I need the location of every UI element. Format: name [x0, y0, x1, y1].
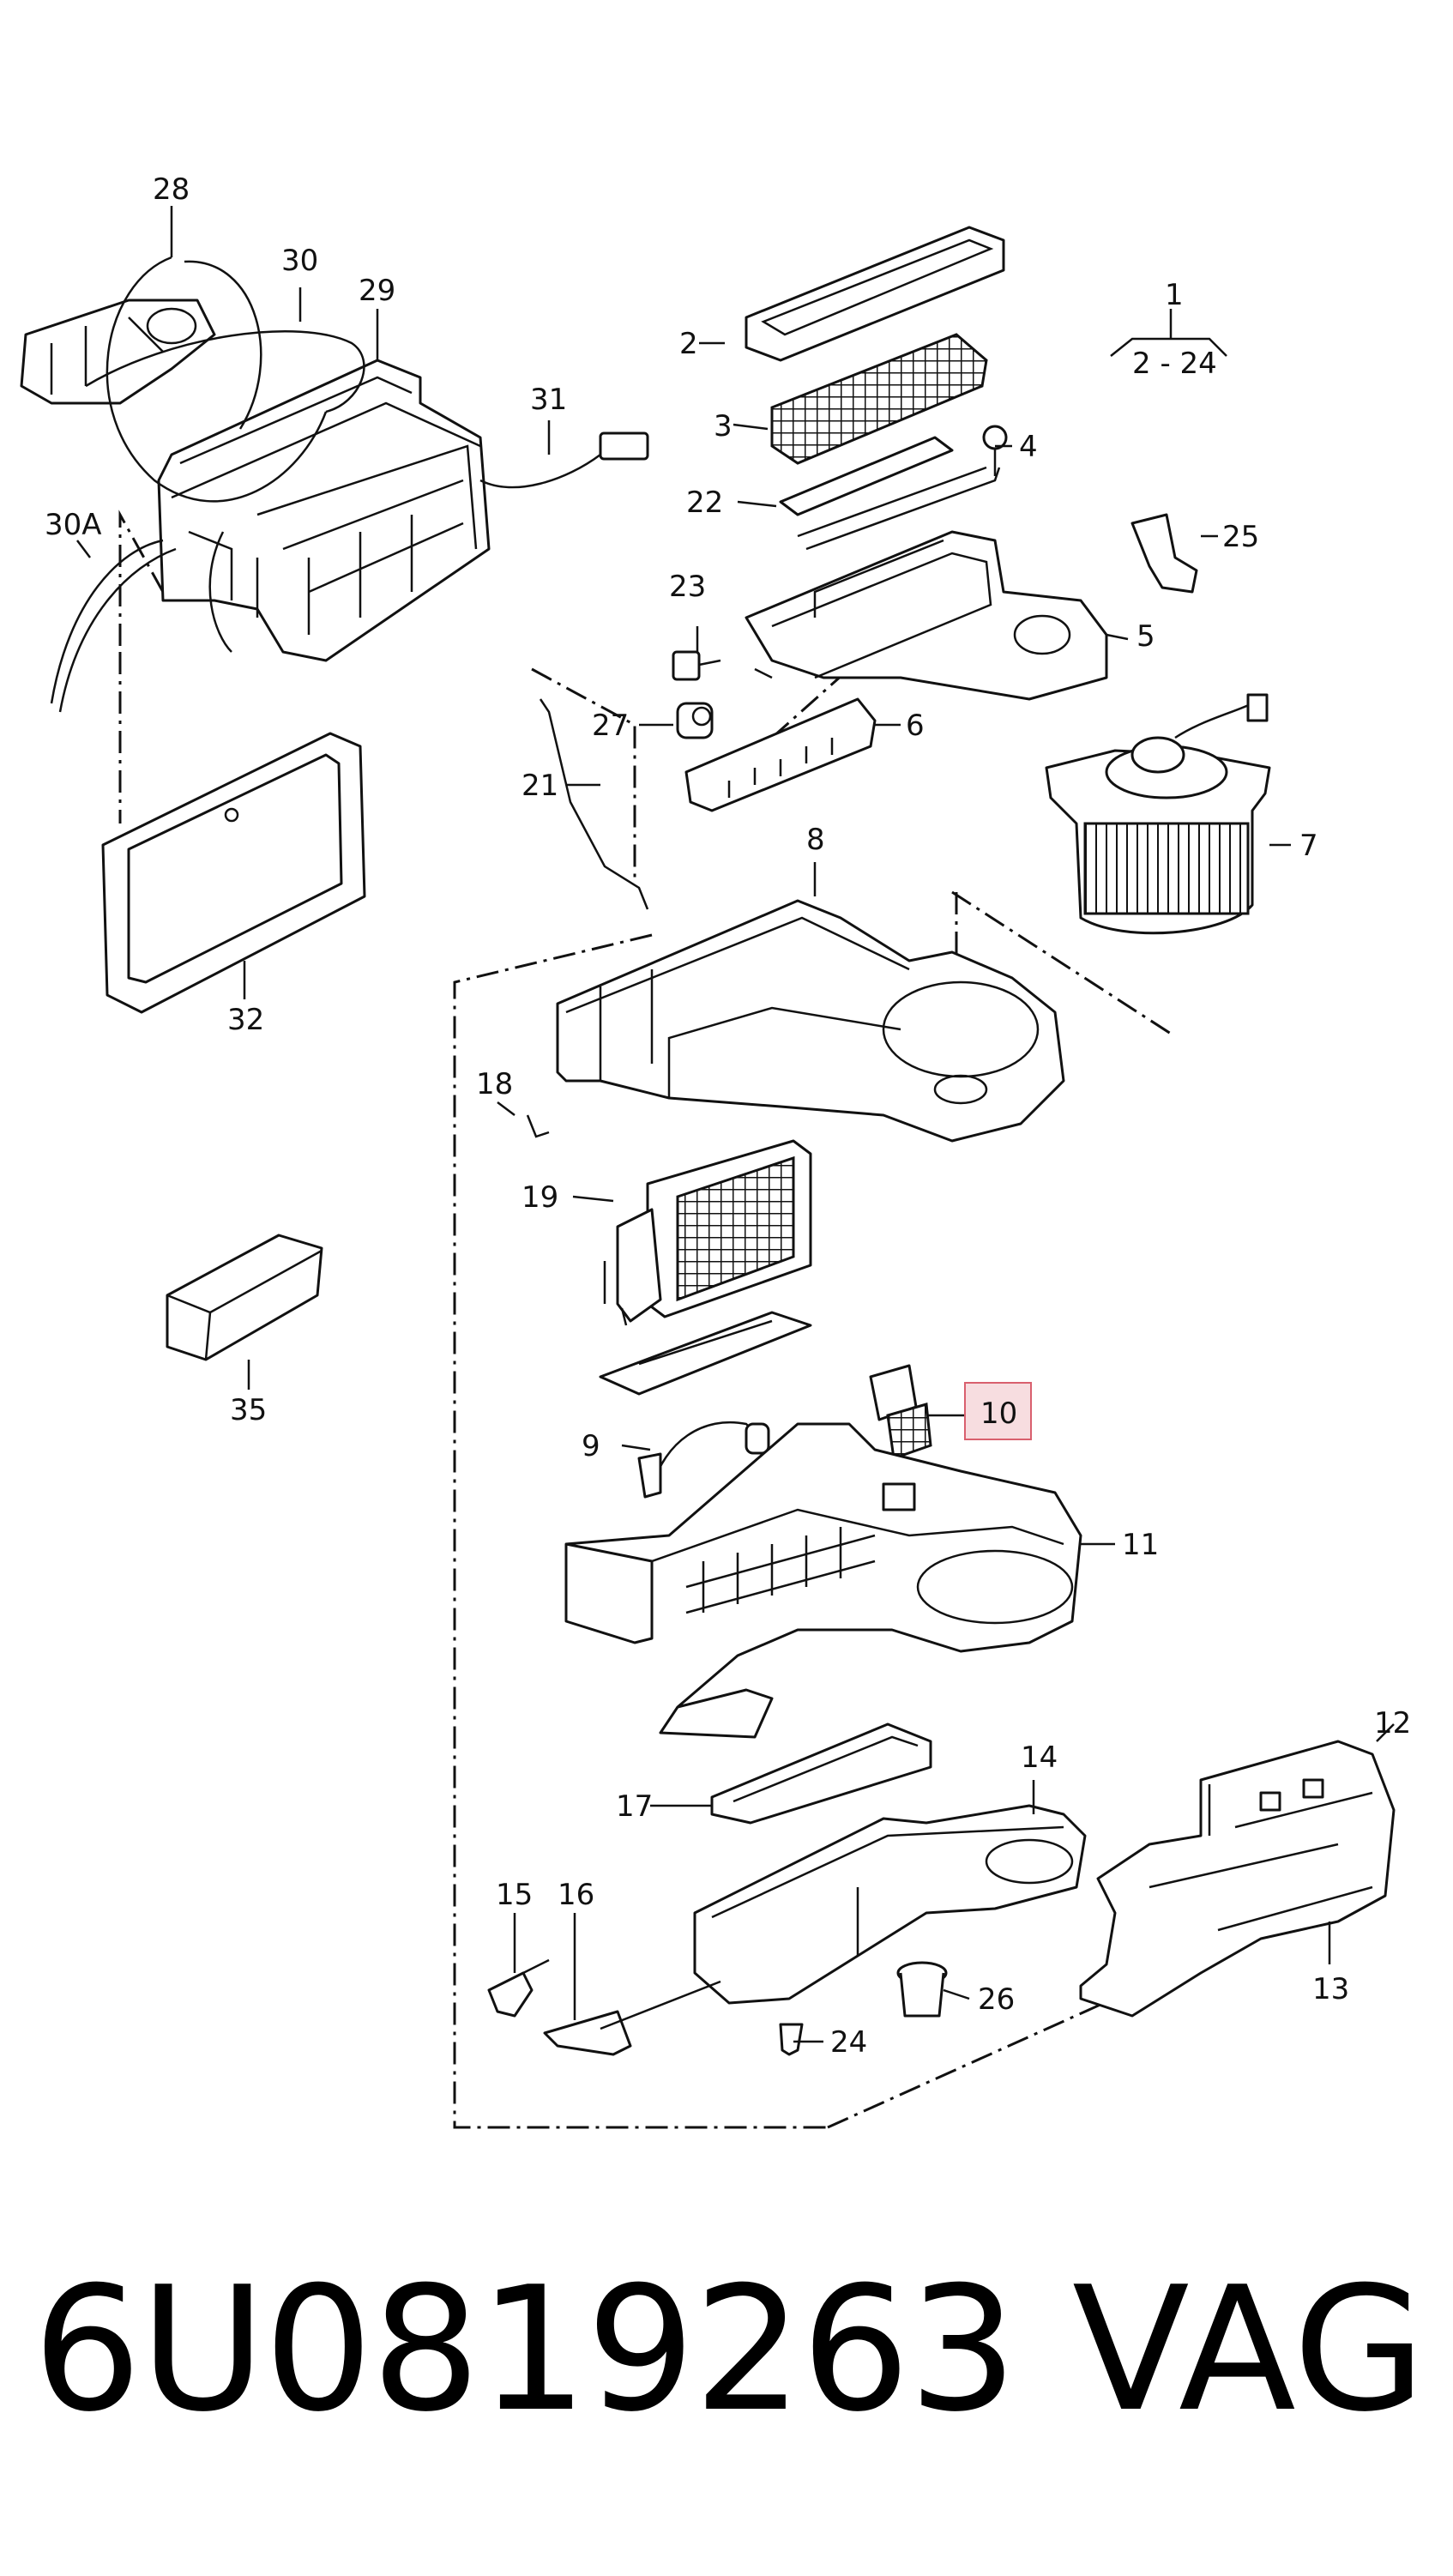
callout-1: 1	[1165, 278, 1184, 312]
callout-26: 26	[978, 1982, 1015, 2017]
callout-25: 25	[1222, 520, 1259, 554]
callout-31: 31	[530, 383, 567, 417]
brand-name: VAG	[1072, 2250, 1426, 2450]
part-3-filter-element	[770, 333, 988, 465]
callout-12: 12	[1374, 1706, 1411, 1740]
callout-21: 21	[522, 769, 558, 803]
callout-6: 6	[906, 709, 925, 743]
exploded-parts-diagram: 1 2 - 24 2 3 4 22 25 23 5 27 6 21 7 8 18…	[20, 172, 1411, 2129]
part-31-connector	[479, 431, 649, 489]
callout-10-highlight	[964, 1382, 1032, 1440]
callout-30a: 30A	[45, 508, 102, 542]
part-18-clip	[526, 1114, 550, 1138]
part-10-resistor	[869, 1364, 932, 1461]
part-9-sensor	[637, 1421, 770, 1499]
callout-29: 29	[359, 274, 395, 308]
callout-labels: 1 2 - 24 2 3 4 22 25 23 5 27 6 21 7 8 18…	[45, 172, 1411, 2060]
part-17-seal	[710, 1722, 932, 1825]
callout-28: 28	[153, 172, 190, 207]
part-22-seal	[779, 436, 1001, 551]
part-11-housing-lower	[564, 1422, 1082, 1739]
callout-23: 23	[669, 570, 706, 604]
part-21-rod	[539, 698, 649, 910]
part-2-filter-frame	[745, 226, 1005, 362]
callout-16: 16	[558, 1878, 594, 1912]
part-6-flap	[684, 697, 877, 812]
part-35-block	[166, 1234, 323, 1361]
part-15-actuator	[487, 1958, 550, 2018]
callout-2: 2	[679, 327, 698, 361]
callout-22: 22	[686, 486, 723, 520]
callout-8: 8	[806, 823, 825, 857]
callout-15: 15	[496, 1878, 533, 1912]
part-5-cover	[745, 530, 1108, 701]
callout-11: 11	[1122, 1528, 1159, 1562]
part-30-wiring	[85, 256, 365, 653]
part-29-housing	[157, 359, 491, 662]
leader-lines	[76, 206, 1395, 2043]
callout-13: 13	[1312, 1972, 1349, 2006]
callout-18: 18	[476, 1067, 513, 1101]
callout-14: 14	[1021, 1740, 1058, 1775]
part-27-clip	[676, 702, 714, 739]
part-25-elbow	[1130, 513, 1198, 594]
callout-7: 7	[1299, 829, 1318, 863]
callout-9: 9	[582, 1429, 600, 1463]
part-19-heater-core	[603, 1139, 812, 1326]
callout-35: 35	[230, 1393, 267, 1427]
part-number: 6U0819263	[33, 2250, 1017, 2450]
part-24-pin	[779, 2023, 804, 2056]
callout-30: 30	[281, 244, 318, 278]
callout-10: 10	[980, 1397, 1017, 1431]
callout-3: 3	[714, 409, 733, 443]
part-7-blower	[1045, 693, 1271, 935]
part-28-bracket	[20, 299, 216, 405]
callout-4: 4	[1019, 430, 1038, 464]
callout-17: 17	[616, 1789, 653, 1824]
part-30a-cable	[50, 539, 177, 713]
callout-27: 27	[592, 709, 629, 743]
part-19-seal-strip	[599, 1311, 812, 1396]
part-32-gasket	[101, 732, 366, 1014]
callout-24: 24	[830, 2025, 867, 2060]
part-23-sensor	[672, 650, 773, 681]
callout-19: 19	[522, 1180, 558, 1215]
callout-2-24: 2 - 24	[1132, 347, 1217, 381]
part-8-housing-upper	[556, 899, 1065, 1143]
part-4-screw	[982, 425, 1008, 476]
callout-5: 5	[1136, 619, 1155, 654]
callout-32: 32	[227, 1003, 264, 1037]
part-16-lever	[543, 1980, 721, 2056]
part-14-duct	[693, 1804, 1087, 2005]
part-26-grommet	[896, 1961, 948, 2018]
part-12-13-side-housing	[1079, 1740, 1396, 2018]
